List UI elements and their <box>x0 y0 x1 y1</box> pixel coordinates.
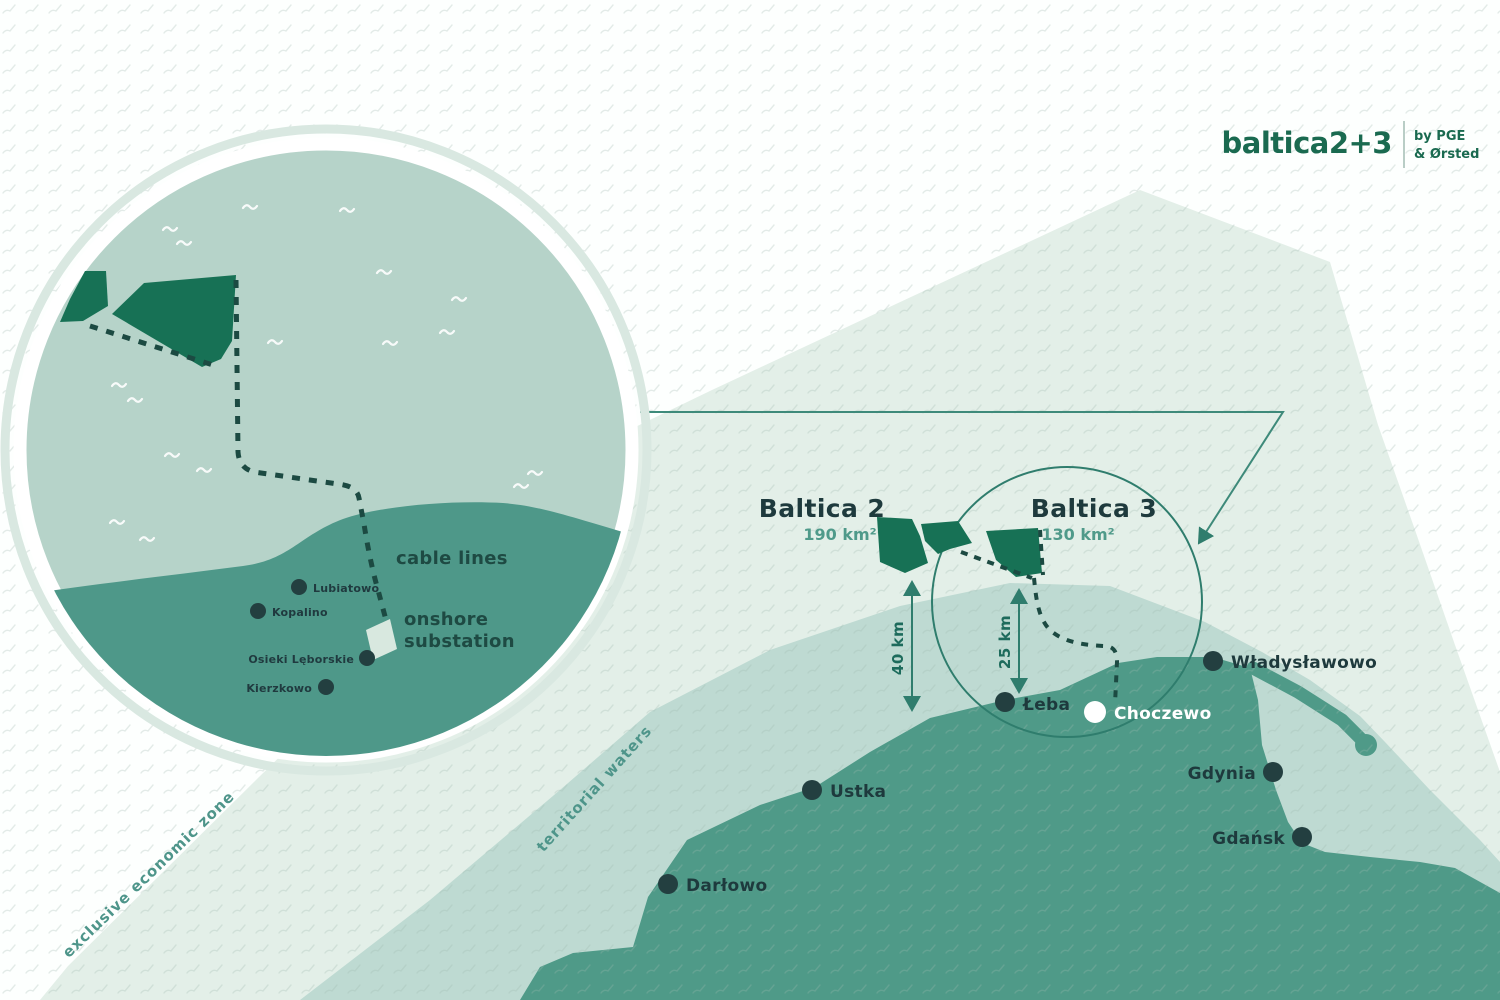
inset-wind-farm-shapes <box>60 271 236 367</box>
inset-town-osieki: Osieki Lęborskie <box>248 650 375 666</box>
distance-25km-label: 25 km <box>996 615 1014 669</box>
baltica3-area: 130 km² <box>1041 525 1114 544</box>
baltica2-title: Baltica 2 <box>759 494 885 523</box>
city-dot-icon <box>1263 762 1283 782</box>
city-marker-choczewo: Choczewo <box>1084 701 1212 724</box>
city-label: Choczewo <box>1114 704 1212 724</box>
distance-40km-label: 40 km <box>889 621 907 675</box>
inset-cable-line <box>233 279 389 621</box>
town-dot-icon <box>250 603 266 619</box>
wind-farm-baltica2-shape <box>877 517 972 573</box>
inset-dashed-boundary <box>89 323 217 369</box>
logo-byline-2: & Ørsted <box>1414 147 1479 162</box>
baltica2-area: 190 km² <box>803 525 876 544</box>
town-label: Kierzkowo <box>246 682 312 695</box>
city-marker-leba: Łeba <box>995 692 1070 715</box>
city-dot-icon <box>1292 827 1312 847</box>
city-label: Władysławowo <box>1231 653 1377 673</box>
cable-lines-label: cable lines <box>396 548 508 569</box>
town-label: Lubiatowo <box>313 582 379 595</box>
town-dot-icon <box>318 679 334 695</box>
cable-line-to-choczewo <box>1032 577 1120 705</box>
city-dot-white-icon <box>1084 701 1106 723</box>
wind-farm-baltica3-shape <box>986 528 1042 577</box>
city-dot-icon <box>802 780 822 800</box>
onshore-substation-label-line2: substation <box>404 631 515 652</box>
substation-icon <box>366 619 397 660</box>
city-marker-wladyslawowo: Władysławowo <box>1203 651 1377 673</box>
distance-40km: 40 km <box>889 580 921 712</box>
city-label: Gdynia <box>1188 764 1256 784</box>
city-dot-icon <box>658 874 678 894</box>
logo: baltica2+3 by PGE & Ørsted <box>1222 121 1479 168</box>
city-label: Gdańsk <box>1212 829 1285 849</box>
magnifier-target-circle <box>931 466 1203 738</box>
town-label: Osieki Lęborskie <box>248 653 354 666</box>
distance-25km: 25 km <box>996 588 1028 694</box>
city-marker-ustka: Ustka <box>802 780 886 802</box>
logo-byline-1: by PGE <box>1414 129 1465 144</box>
town-dot-icon <box>359 650 375 666</box>
baltica3-title: Baltica 3 <box>1031 494 1157 523</box>
inset-cable-route <box>89 279 389 621</box>
town-label: Kopalino <box>272 606 328 619</box>
logo-brand-text: baltica2+3 <box>1222 126 1393 160</box>
city-dot-icon <box>995 692 1015 712</box>
inset-halo-ring <box>0 124 652 776</box>
inset-town-lubiatowo: Lubiatowo <box>291 579 379 595</box>
inset-connector-line <box>640 411 1285 545</box>
city-dot-icon <box>1203 651 1223 671</box>
inset-town-kierzkowo: Kierzkowo <box>246 679 334 695</box>
city-marker-gdynia: Gdynia <box>1188 762 1283 784</box>
city-label: Darłowo <box>686 876 767 896</box>
onshore-substation-label-line1: onshore <box>404 609 488 630</box>
city-marker-darlowo: Darłowo <box>658 874 767 896</box>
town-dot-icon <box>291 579 307 595</box>
inset-town-kopalino: Kopalino <box>250 603 328 619</box>
cable-route-main <box>960 529 1120 705</box>
city-marker-gdansk: Gdańsk <box>1212 827 1312 849</box>
city-label: Łeba <box>1022 695 1070 715</box>
city-label: Ustka <box>830 782 886 802</box>
